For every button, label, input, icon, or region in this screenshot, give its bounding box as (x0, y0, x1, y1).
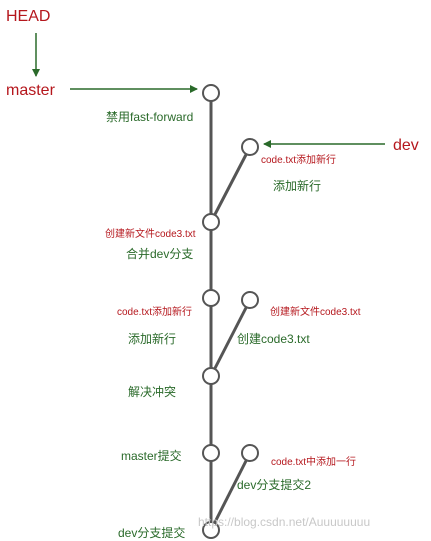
branch-line-dev-2 (209, 299, 252, 377)
merge-dev-label: 合并dev分支 (126, 246, 193, 261)
master-commit-label: master提交 (121, 448, 182, 463)
commit-node-master-tip (202, 84, 220, 102)
branch-line-dev-1 (209, 146, 252, 223)
commit-node-dev-create-file (241, 291, 259, 309)
dev-commit-label: dev分支提交 (118, 525, 185, 540)
master-label: master (6, 82, 56, 99)
commit-node-master-add-line (202, 289, 220, 307)
commit-node-resolve-conflict (202, 367, 220, 385)
resolve-conflict-label: 解决冲突 (128, 384, 176, 399)
dev-add-line-label: 添加新行 (273, 178, 321, 193)
commit-node-dev-commit (202, 521, 220, 539)
commit-node-dev-commit-2 (241, 444, 259, 462)
head-label: HEAD (6, 8, 50, 25)
watermark: https://blog.csdn.net/Auuuuuuuu (198, 515, 370, 529)
create-code3-label: 创建code3.txt (237, 332, 310, 346)
dev-add-line-note: code.txt添加新行 (261, 153, 336, 166)
no-ff-label: 禁用fast-forward (106, 110, 193, 124)
dev-commit-2-label: dev分支提交2 (237, 477, 311, 492)
branch-create-note: 创建新文件code3.txt (270, 305, 361, 318)
commit-node-merge (202, 213, 220, 231)
commit-node-master-commit (202, 444, 220, 462)
dev-label: dev (393, 137, 419, 154)
create-file-note: 创建新文件code3.txt (105, 227, 196, 240)
add-one-line-note: code.txt中添加一行 (271, 455, 356, 468)
branch-line-dev-3 (209, 452, 252, 531)
commit-node-dev-tip (241, 138, 259, 156)
master-add-line-label: 添加新行 (128, 331, 176, 346)
master-add-line-note: code.txt添加新行 (117, 305, 192, 318)
